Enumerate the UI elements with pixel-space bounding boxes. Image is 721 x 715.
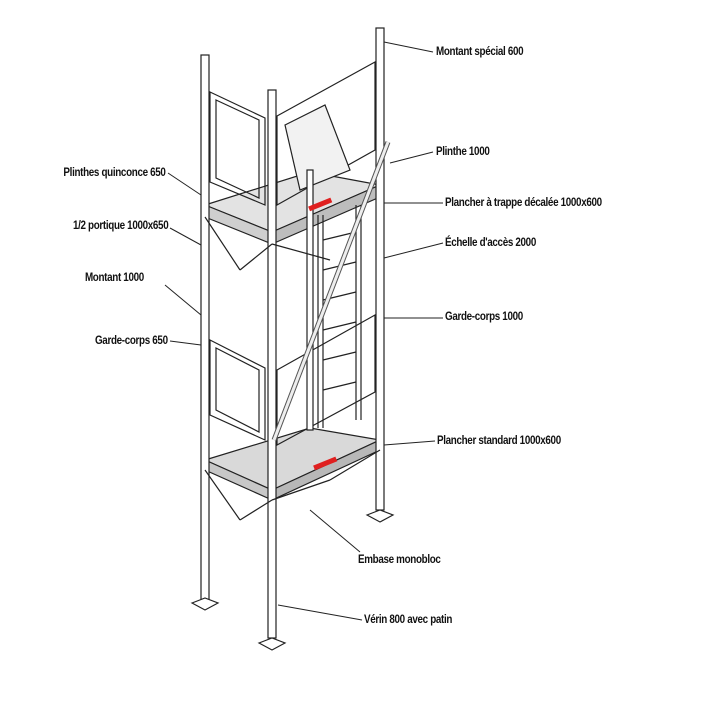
label-embase: Embase monobloc: [358, 552, 441, 566]
label-plancher-standard: Plancher standard 1000x600: [437, 433, 561, 447]
base-plate: [365, 509, 395, 523]
label-montant: Montant 1000: [85, 270, 144, 284]
red-marking: [308, 197, 333, 212]
lower-guardrail-right: [276, 313, 376, 447]
base-plate: [257, 637, 287, 651]
red-marking: [313, 456, 338, 471]
label-demi-portique: 1/2 portique 1000x650: [72, 218, 169, 232]
label-plancher-trappe: Plancher à trappe décalée 1000x600: [445, 195, 602, 209]
label-plinthe: Plinthe 1000: [436, 144, 490, 158]
label-verin: Vérin 800 avec patin: [364, 612, 453, 626]
base-plate: [190, 597, 220, 611]
upper-guardrail-right: [276, 60, 376, 207]
access-ladder: [317, 205, 362, 428]
label-garde-corps-1000: Garde-corps 1000: [445, 309, 523, 323]
trapdoor: [284, 104, 351, 191]
label-garde-corps-650: Garde-corps 650: [95, 333, 168, 347]
lower-guardrail-left: [209, 339, 266, 441]
upper-guardrail-left: [209, 91, 266, 206]
label-plinthes-quinconce: Plinthes quinconce 650: [63, 165, 166, 179]
label-echelle: Échelle d'accès 2000: [445, 235, 536, 249]
leader-lines: [164, 41, 444, 621]
posts: [200, 27, 385, 639]
label-montant-special: Montant spécial 600: [436, 44, 524, 58]
